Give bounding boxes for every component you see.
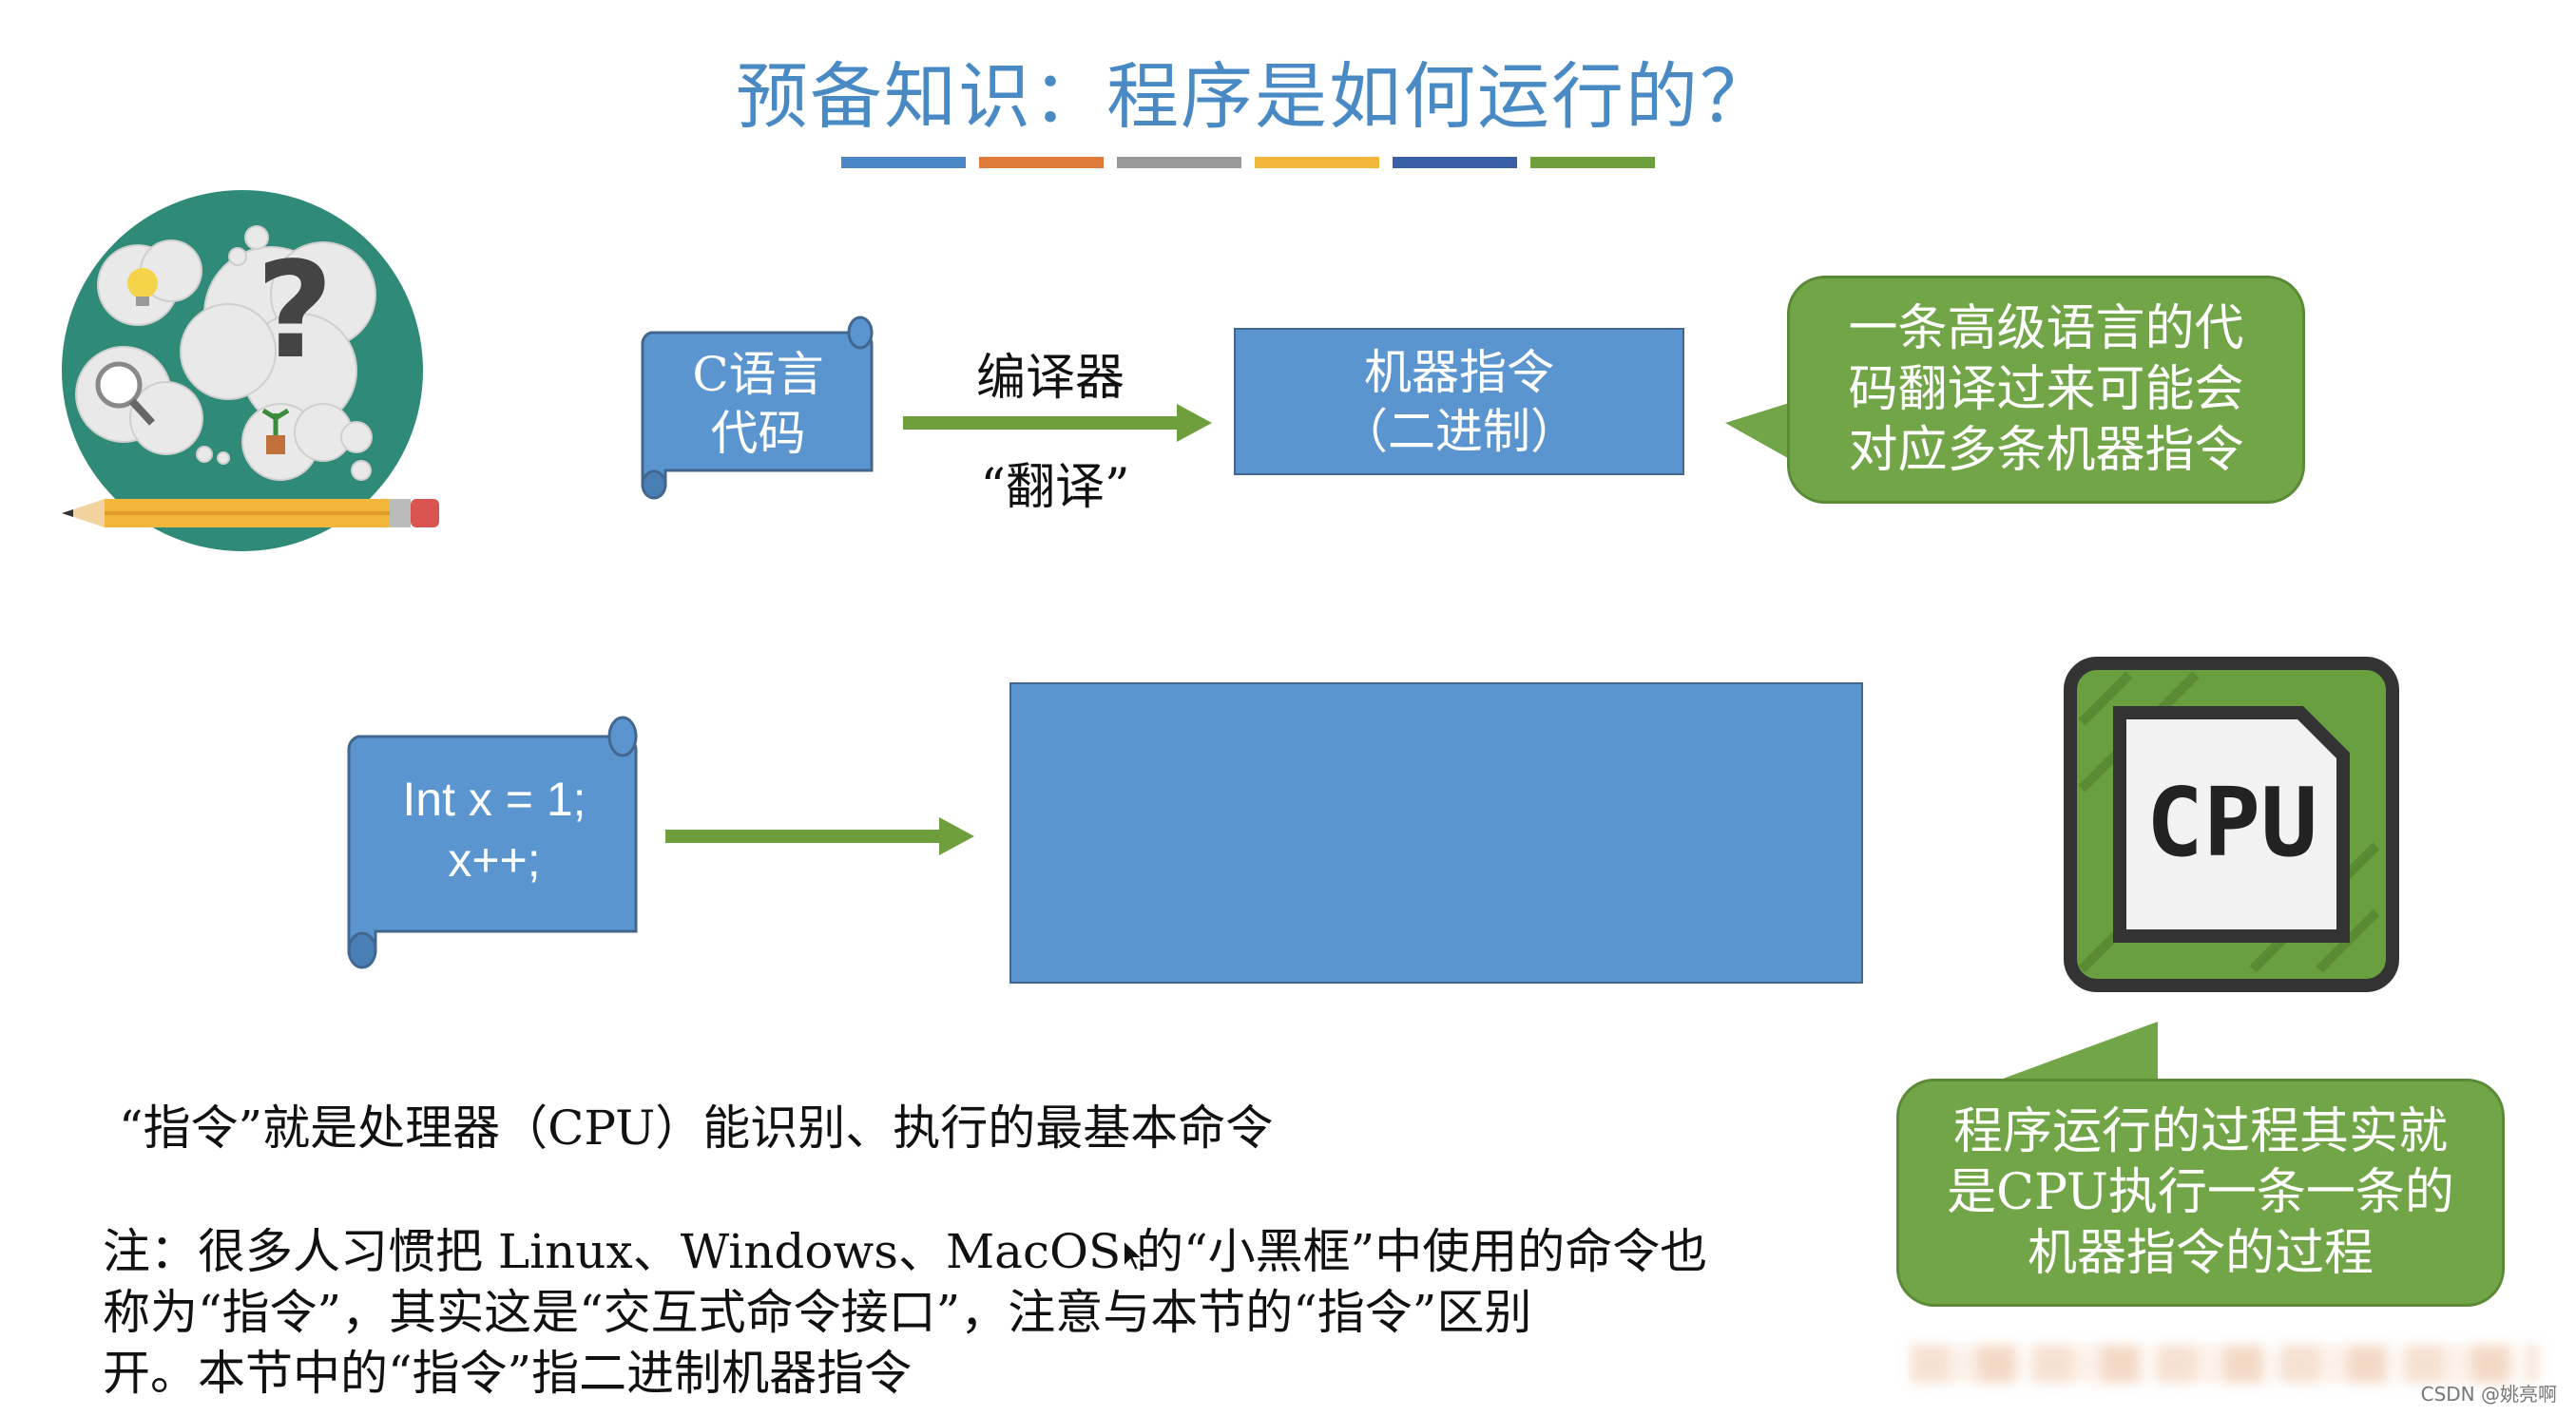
source-code-scroll: Int x = 1; x++; xyxy=(366,746,623,912)
mouse-cursor-icon xyxy=(1123,1238,1144,1272)
c-code-line1: C语言 xyxy=(692,347,824,402)
bottom-callout-bubble: 程序运行的过程其实就 是CPU执行一条一条的 机器指令的过程 xyxy=(1896,1079,2505,1307)
cpu-chip-label: CPU xyxy=(2146,767,2318,878)
top-callout-line3: 对应多条机器指令 xyxy=(1848,422,2244,479)
note-line2: 称为“指令”，其实这是“交互式命令接口”，注意与本节的“指令”区别 xyxy=(103,1285,1532,1340)
instruction-definition: “指令”就是处理器（CPU）能识别、执行的最基本命令 xyxy=(119,1100,1274,1156)
title-bar-4 xyxy=(1255,157,1379,168)
code-line1: Int x = 1; xyxy=(402,772,586,826)
title-bar-1 xyxy=(841,157,966,168)
machine-line1: 机器指令 xyxy=(1364,344,1554,400)
slide-title: 预备知识：程序是如何运行的？ xyxy=(736,54,1774,139)
top-callout-pointer xyxy=(1725,399,1801,466)
note-line1: 注：很多人习惯把 Linux、Windows、MacOS 的“小黑框”中使用的命… xyxy=(103,1224,1708,1279)
title-bar-6 xyxy=(1530,157,1655,168)
watermark: CSDN @姚亮啊 xyxy=(2420,1383,2557,1406)
title-color-bars xyxy=(841,157,1655,168)
title-bar-3 xyxy=(1117,157,1241,168)
machine-code-area xyxy=(1009,682,1863,984)
compile-arrow-icon xyxy=(903,404,1212,442)
bottom-callout-line3: 机器指令的过程 xyxy=(2027,1225,2374,1282)
note-line3: 开。本节中的“指令”指二进制机器指令 xyxy=(103,1346,913,1401)
bottom-callout-pointer xyxy=(1977,1022,2158,1088)
code-line2: x++; xyxy=(448,832,541,887)
execute-arrow-icon xyxy=(665,817,974,855)
machine-instruction-box: 机器指令 （二进制） xyxy=(1234,328,1684,475)
cpu-chip-icon: CPU xyxy=(2064,657,2399,992)
top-callout-line2: 码翻译过来可能会 xyxy=(1848,361,2244,418)
title-bar-2 xyxy=(979,157,1104,168)
machine-line2: （二进制） xyxy=(1340,403,1578,459)
bottom-callout-line1: 程序运行的过程其实就 xyxy=(1952,1103,2448,1160)
c-code-scroll-icon xyxy=(641,316,874,500)
svg-text:?: ? xyxy=(256,234,333,389)
title-bar-5 xyxy=(1393,157,1517,168)
blurred-overlay xyxy=(1911,1345,2538,1383)
c-code-scroll: C语言 代码 xyxy=(656,337,860,470)
compiler-label: 编译器 xyxy=(975,350,1125,407)
c-code-line2: 代码 xyxy=(710,406,806,461)
bottom-callout-line2: 是CPU执行一条一条的 xyxy=(1947,1164,2454,1221)
thinking-icon: ? xyxy=(62,190,439,551)
source-code-scroll-icon xyxy=(347,716,638,969)
note-paragraph: 注：很多人习惯把 Linux、Windows、MacOS 的“小黑框”中使用的命… xyxy=(103,1221,1909,1404)
top-callout-line1: 一条高级语言的代 xyxy=(1848,300,2244,357)
top-callout-bubble: 一条高级语言的代 码翻译过来可能会 对应多条机器指令 xyxy=(1787,276,2305,504)
translate-label: “翻译” xyxy=(980,459,1130,516)
